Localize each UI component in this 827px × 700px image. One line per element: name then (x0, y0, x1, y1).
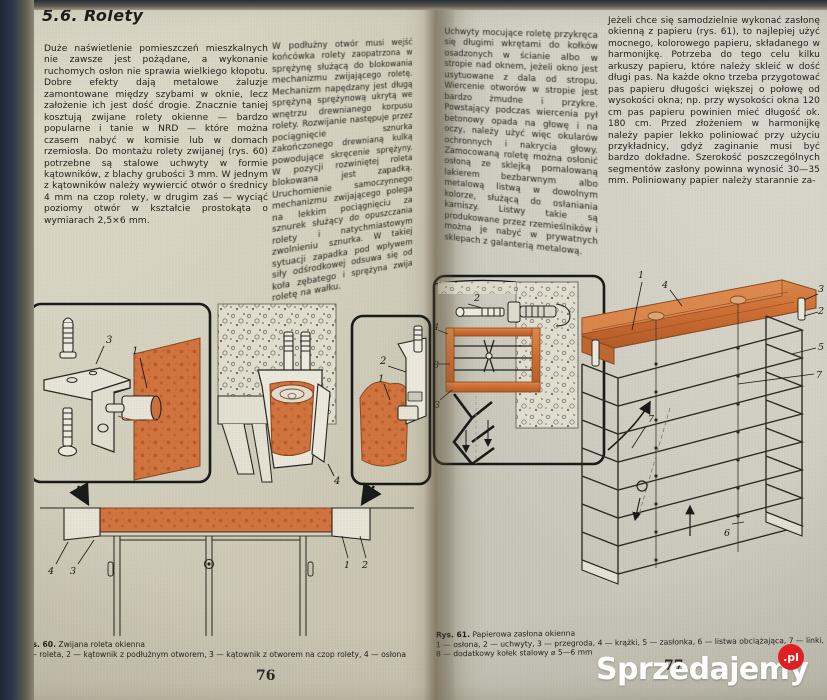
svg-text:4: 4 (333, 476, 340, 487)
svg-text:7: 7 (648, 414, 655, 425)
watermark-badge: .pl (778, 644, 804, 670)
svg-text:3: 3 (106, 335, 112, 346)
figure-61-number: Rys. 61. (436, 629, 470, 640)
text-column-4: Jeżeli chce się samodzielnie wykonać zas… (608, 16, 820, 188)
figure-60: 3 1 4 (22, 296, 434, 641)
svg-text:2: 2 (379, 356, 386, 367)
figure-61: 2 4 8 3 (432, 268, 827, 630)
figure-61-title: Papierowa zasłona okienna (472, 628, 576, 639)
section-heading: 5.6. Rolety (42, 6, 144, 25)
figure-60-caption: Rys. 60. Zwijana roleta okienna 1 — role… (22, 640, 422, 659)
svg-text:3: 3 (434, 400, 440, 411)
right-page (440, 0, 827, 700)
svg-text:2: 2 (361, 560, 368, 571)
page-number-left: 76 (256, 668, 276, 684)
text-column-2: W podłużny otwór musi wejść końcówka rol… (272, 38, 413, 305)
column-2-body: W podłużny otwór musi wejść końcówka rol… (272, 37, 413, 304)
figure-60-legend: 1 — roleta, 2 — kątownik z podłużnym otw… (22, 649, 406, 659)
svg-text:1: 1 (132, 346, 138, 357)
svg-text:1: 1 (378, 374, 384, 385)
watermark-text: Sprzedajemy (596, 652, 809, 687)
figure-61-drawing: 2 4 8 3 (432, 270, 824, 585)
figure-60-title: Zwijana roleta okienna (58, 640, 146, 649)
column-4-body: Jeżeli chce się samodzielnie wykonać zas… (608, 16, 820, 187)
text-column-1: Duże naświetlenie pomieszczeń mieszkalny… (44, 44, 268, 227)
photo-top-edge (0, 0, 827, 10)
column-3-body: Uchwyty mocujące roletę przykręca się dł… (444, 27, 598, 257)
figure-60-number: Rys. 60. (22, 640, 56, 649)
svg-text:3: 3 (818, 284, 824, 295)
svg-text:6: 6 (724, 528, 730, 539)
book-binding-edge (0, 0, 34, 700)
text-column-3: Uchwyty mocujące roletę przykręca się dł… (444, 27, 598, 260)
svg-text:4: 4 (432, 322, 439, 333)
column-1-body: Duże naświetlenie pomieszczeń mieszkalny… (44, 44, 269, 226)
svg-text:7: 7 (816, 370, 823, 381)
page-number-right: 77 (664, 658, 684, 674)
svg-text:1: 1 (638, 270, 644, 281)
svg-text:1: 1 (344, 560, 350, 571)
svg-text:4: 4 (47, 566, 54, 577)
figure-60-drawing: 3 1 4 (28, 302, 432, 636)
svg-text:5: 5 (818, 342, 824, 353)
svg-text:3: 3 (70, 566, 76, 577)
svg-text:2: 2 (817, 306, 824, 317)
svg-text:8: 8 (433, 360, 439, 371)
svg-text:2: 2 (473, 293, 480, 304)
svg-text:4: 4 (661, 280, 668, 291)
